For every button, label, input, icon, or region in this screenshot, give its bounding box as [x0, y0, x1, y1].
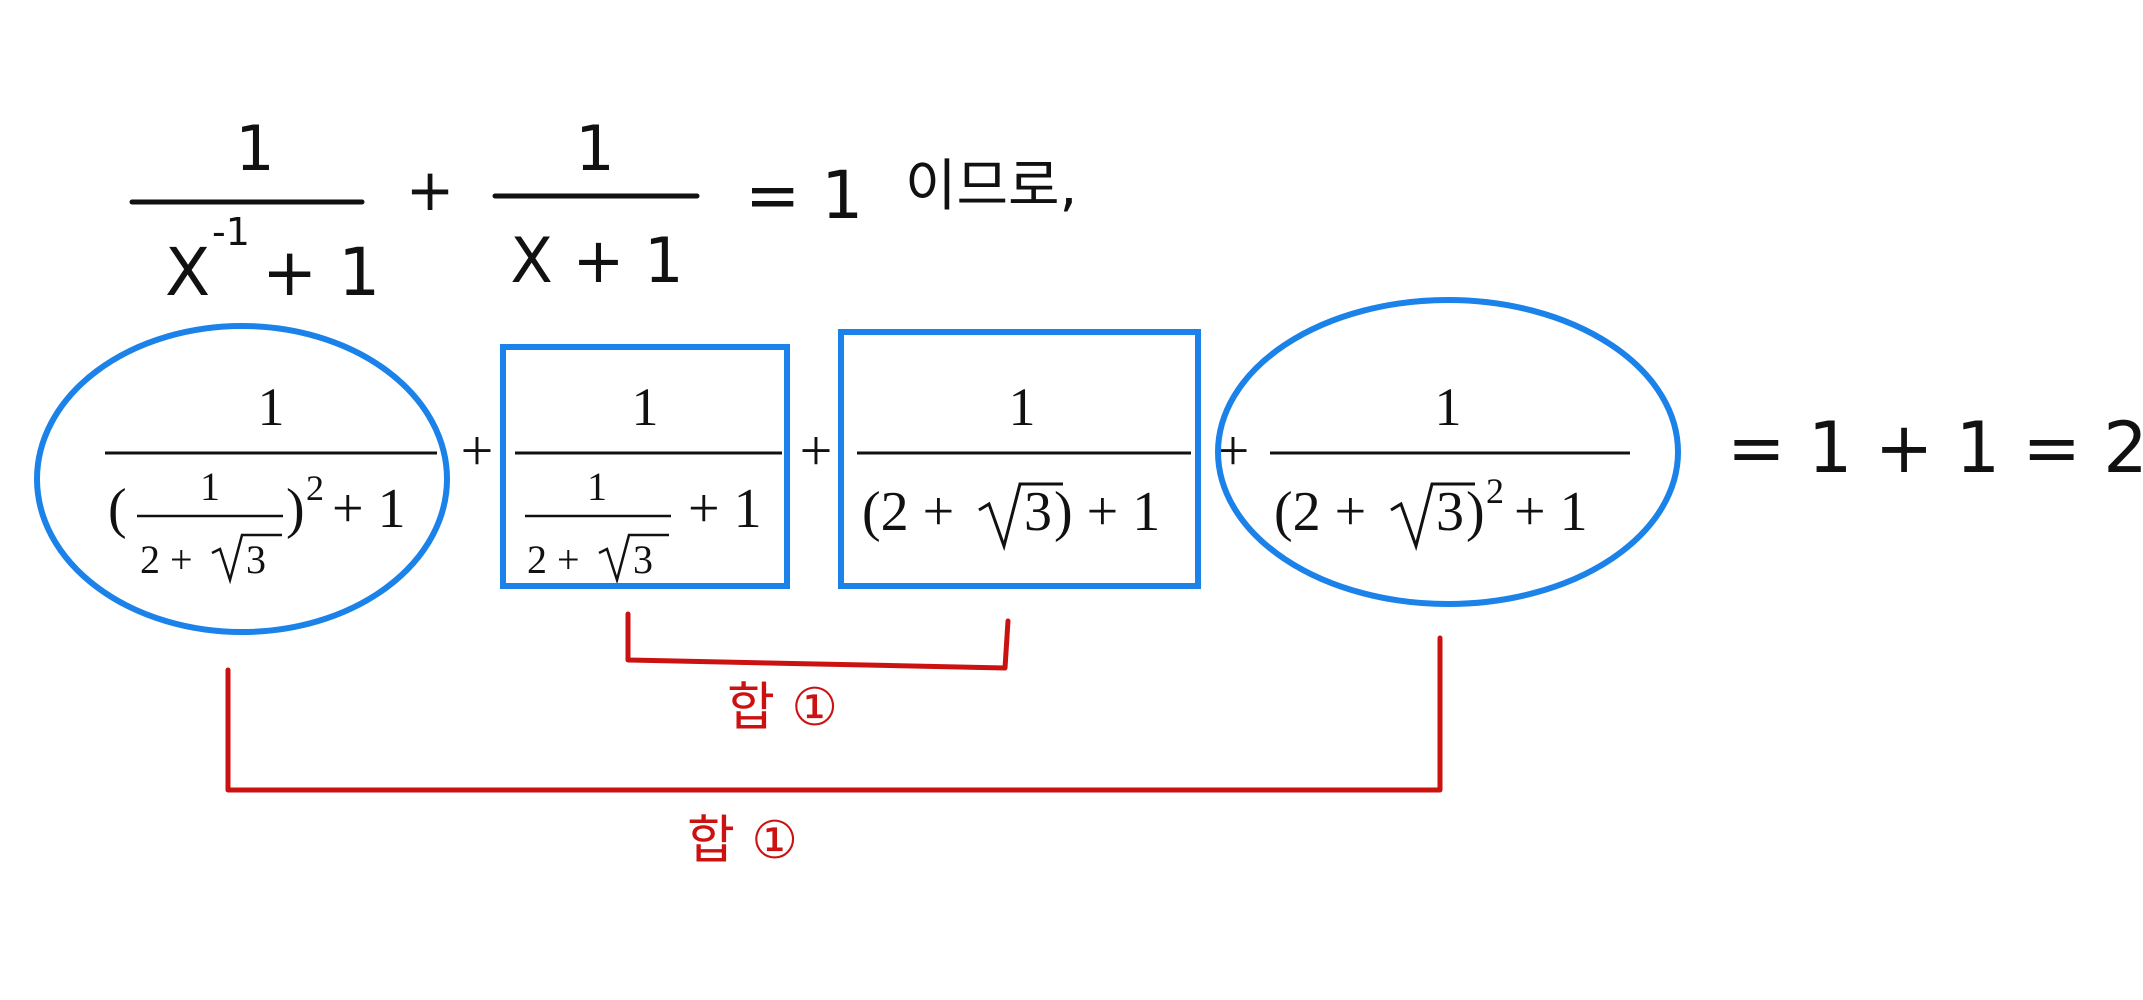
term4-radical-sign	[1390, 482, 1475, 552]
term4-den-c: + 1	[1514, 481, 1588, 543]
term1-radical-sign	[211, 533, 282, 585]
term3-den-root: 3	[1024, 481, 1052, 543]
line1-plus: +	[406, 156, 455, 224]
term-3: 1 (2 + 3 ) + 1	[857, 377, 1191, 552]
term1-open-paren: (	[108, 478, 127, 540]
highlight-box-term-2	[500, 344, 790, 589]
term4-den-b: )	[1466, 481, 1485, 543]
term1-inner-numerator: 1	[200, 464, 220, 509]
term1-inner-den-root: 3	[246, 537, 266, 582]
term1-numerator: 1	[258, 377, 285, 437]
term1-tail: + 1	[332, 478, 406, 540]
sum-expression: 1 ( 1 2 + 3 ) 2 + 1 + 1 1 2 + 3 + 1 +	[105, 377, 2143, 585]
plus-1: +	[461, 418, 494, 483]
highlight-ellipse-term-1	[34, 323, 450, 635]
highlights	[34, 297, 1681, 635]
term2-numerator: 1	[632, 377, 659, 437]
term1-close-paren: )	[286, 478, 305, 540]
frac1-den-exp: -1	[212, 210, 250, 254]
frac1-den-tail: + 1	[262, 234, 380, 311]
term3-numerator: 1	[1009, 377, 1036, 437]
term4-den-a: (2 +	[1274, 481, 1366, 543]
outer-sum-bracket	[225, 635, 1443, 793]
sum-brackets	[225, 611, 1443, 793]
plus-2: +	[800, 418, 833, 483]
term4-den-root: 3	[1436, 481, 1464, 543]
highlight-box-term-3	[838, 329, 1201, 589]
term2-radical-sign	[598, 533, 669, 585]
term3-radical-sign	[978, 482, 1063, 552]
inner-sum-bracket	[625, 611, 1011, 671]
term4-numerator: 1	[1435, 377, 1462, 437]
frac2-numerator: 1	[575, 112, 614, 185]
term-2: 1 1 2 + 3 + 1	[515, 377, 782, 585]
term3-den-b: ) + 1	[1054, 481, 1160, 543]
term2-inner-numerator: 1	[587, 464, 607, 509]
term1-inner-den-a: 2 +	[140, 537, 193, 582]
term3-den-a: (2 +	[862, 481, 954, 543]
term2-inner-den-root: 3	[633, 537, 653, 582]
line1-equals-one: = 1	[745, 157, 863, 234]
term1-exponent: 2	[306, 468, 324, 508]
frac1-den-base: X	[165, 234, 210, 311]
term2-tail: + 1	[688, 478, 762, 540]
term2-inner-den-a: 2 +	[527, 537, 580, 582]
term-1: 1 ( 1 2 + 3 ) 2 + 1	[105, 377, 437, 585]
frac1-numerator: 1	[235, 112, 274, 185]
term4-exponent: 2	[1486, 471, 1504, 511]
frac2-denominator: X + 1	[510, 224, 683, 297]
highlight-ellipse-term-4	[1215, 297, 1681, 607]
term-4: 1 (2 + 3 ) 2 + 1	[1270, 377, 1630, 552]
inner-sum-label: 합 ①	[727, 678, 838, 738]
line1-suffix: 이므로,	[905, 154, 1077, 219]
result-equation: = 1 + 1 = 2	[1727, 407, 2143, 489]
identity-line: 1 X -1 + 1 + 1 X + 1 = 1 이므로,	[129, 112, 1077, 311]
outer-sum-label: 합 ①	[687, 811, 798, 871]
